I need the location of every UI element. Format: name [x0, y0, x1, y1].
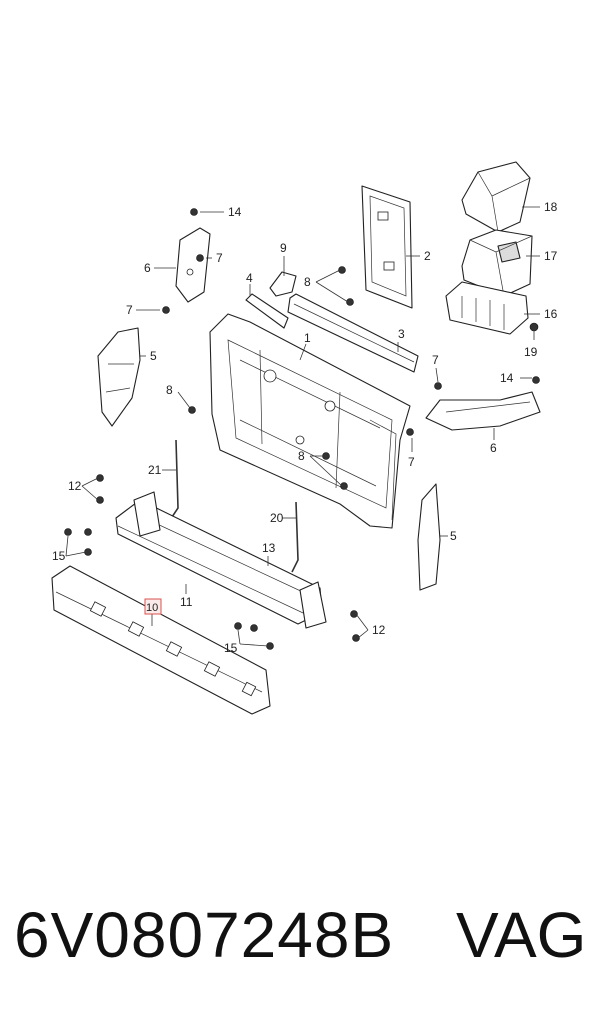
part-1-lock-carrier: [209, 313, 411, 529]
callout-8-a: 8: [304, 275, 311, 289]
part-6-left-bracket: [175, 227, 211, 303]
part-5-left-air-guide: [97, 327, 141, 427]
part-10-energy-absorber: [51, 565, 271, 715]
callout-2: 2: [424, 249, 431, 263]
part-6-right-bracket: [425, 391, 541, 431]
callout-3: 3: [398, 327, 405, 341]
callout-15-left: 15: [52, 549, 66, 563]
callout-12-left: 12: [68, 479, 82, 493]
callout-7-b: 7: [126, 303, 133, 317]
callout-18: 18: [544, 200, 558, 214]
fasteners: [64, 208, 540, 650]
callout-5-right: 5: [450, 529, 457, 543]
callout-10-highlight-box: [144, 598, 162, 615]
part-number-caption: 6V0807248B: [14, 899, 395, 971]
callout-10: 10: [146, 602, 158, 614]
part-9-clip: [269, 271, 297, 297]
leader-lines: [65, 206, 540, 647]
callout-15-right: 15: [224, 641, 238, 655]
callout-11: 11: [180, 595, 193, 609]
callout-13: 13: [262, 541, 276, 555]
bolt-19-icon: [529, 322, 539, 340]
callout-14-a: 14: [228, 205, 242, 219]
part-11-bumper-beam: [115, 491, 327, 629]
callout-1: 1: [304, 331, 311, 345]
part-2-side-panel: [361, 185, 413, 309]
part-16-air-duct: [445, 281, 529, 335]
callout-19: 19: [524, 345, 538, 359]
callout-7-c: 7: [432, 353, 439, 367]
callout-14-b: 14: [500, 371, 514, 385]
callout-6-left: 6: [144, 261, 151, 275]
part-5-right-air-guide: [417, 483, 441, 591]
callout-20: 20: [270, 511, 284, 525]
callout-5-left: 5: [150, 349, 157, 363]
callout-8-b: 8: [166, 383, 173, 397]
part-21-rod: [169, 439, 179, 521]
part-20-rod: [291, 501, 299, 573]
callout-21: 21: [148, 463, 162, 477]
callout-12-right: 12: [372, 623, 386, 637]
callout-labels: 1 2 3 4 5 5 6 6 7 7 7 7 8 8 8 9 10 11 12…: [52, 200, 558, 655]
callout-8-c: 8: [298, 449, 305, 463]
callout-4: 4: [246, 271, 253, 285]
callout-9: 9: [280, 241, 287, 255]
callout-16: 16: [544, 307, 558, 321]
callout-17: 17: [544, 249, 558, 263]
part-3-cross-strip: [287, 293, 419, 373]
part-17-air-guide: [461, 229, 533, 297]
part-18-air-guide-upper: [461, 161, 531, 233]
callout-6-right: 6: [490, 441, 497, 455]
callout-7-d: 7: [408, 455, 415, 469]
brand-caption: VAG: [456, 899, 587, 971]
callout-7-a: 7: [216, 251, 223, 265]
